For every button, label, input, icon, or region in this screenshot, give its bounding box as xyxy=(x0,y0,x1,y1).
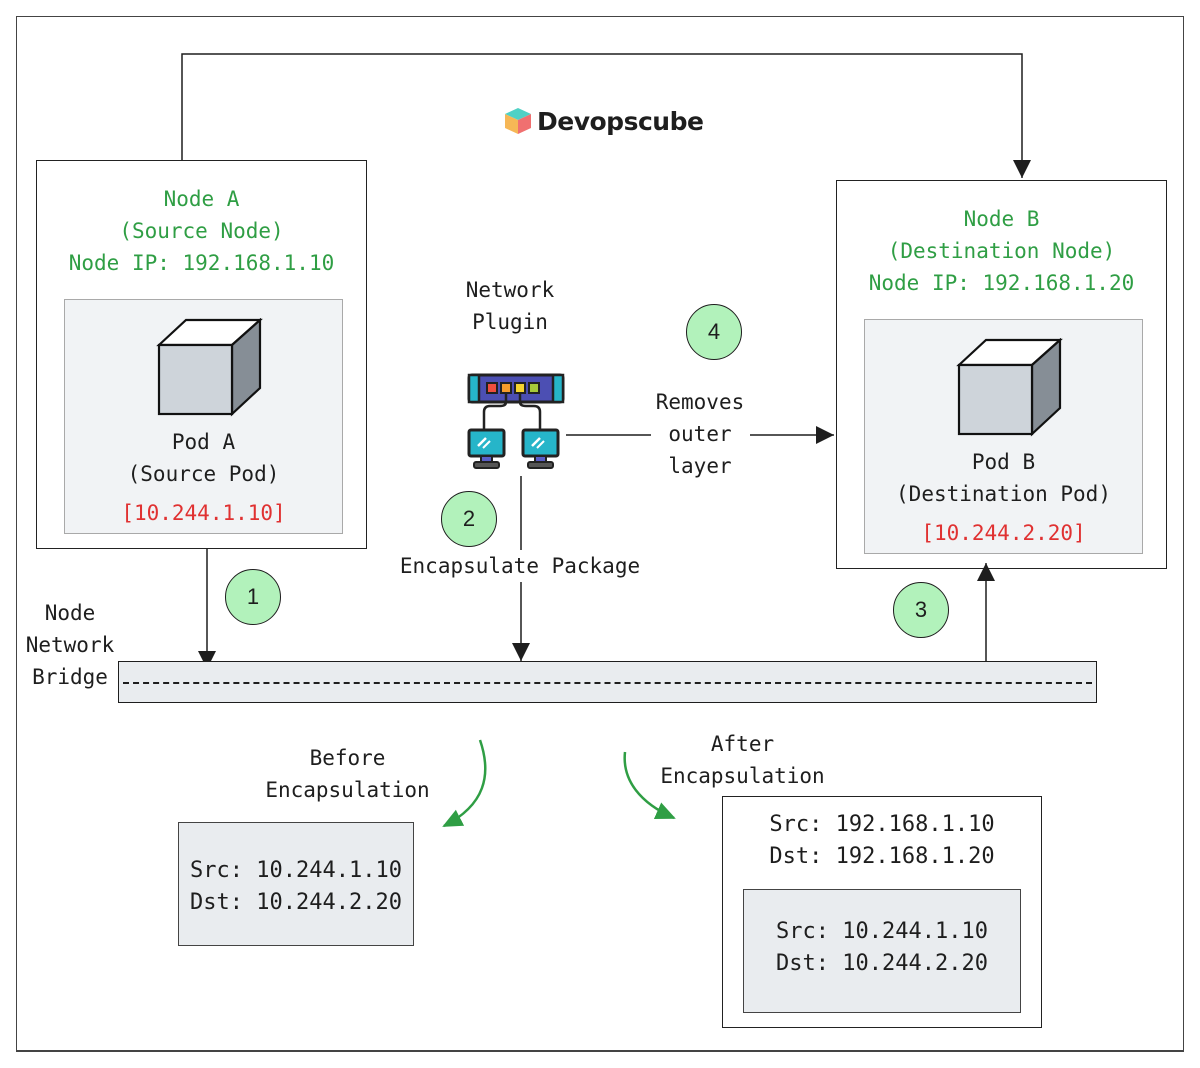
step-4-label-line2: outer xyxy=(668,422,732,446)
after-outer-src: Src: 192.168.1.10 xyxy=(769,812,995,837)
after-inner-packet-box: Src: 10.244.1.10 Dst: 10.244.2.20 xyxy=(743,889,1021,1013)
pod-cube-icon xyxy=(956,338,1063,437)
before-encapsulation-arrow xyxy=(442,739,487,828)
step-badge-2: 2 xyxy=(441,491,497,547)
before-title-line1: Before xyxy=(309,746,386,770)
node-a-role: (Source Node) xyxy=(119,219,284,243)
node-network-bridge xyxy=(118,661,1097,703)
step-badge-4: 4 xyxy=(686,304,742,360)
before-title-line2: Encapsulation xyxy=(265,778,430,802)
logo-text: Devopscube xyxy=(537,106,704,136)
after-title-line2: Encapsulation xyxy=(660,764,825,788)
before-src: Src: 10.244.1.10 xyxy=(190,858,402,883)
step-4-label-line1: Removes xyxy=(655,390,745,414)
pod-a-name: Pod A xyxy=(171,430,236,454)
pod-a-ip: [10.244.1.10] xyxy=(121,501,286,525)
before-dst: Dst: 10.244.2.20 xyxy=(190,890,402,915)
cube-logo-icon xyxy=(505,108,531,134)
pod-cube-icon xyxy=(156,318,263,417)
node-b-ip: Node IP: 192.168.1.20 xyxy=(868,271,1135,295)
plugin-label-line1: Network xyxy=(465,278,555,302)
node-a-ip: Node IP: 192.168.1.10 xyxy=(68,251,335,275)
pod-b-role: (Destination Pod) xyxy=(896,482,1111,506)
pod-b-ip: [10.244.2.20] xyxy=(921,521,1086,545)
step-badge-3: 3 xyxy=(893,582,949,638)
node-b-box: Node B (Destination Node) Node IP: 192.1… xyxy=(836,180,1167,569)
after-inner-dst: Dst: 10.244.2.20 xyxy=(776,951,988,976)
pod-a-box: Pod A (Source Pod) [10.244.1.10] xyxy=(64,299,343,534)
step-badge-1: 1 xyxy=(225,569,281,625)
bridge-label-line3: Bridge xyxy=(32,665,108,689)
after-outer-dst: Dst: 192.168.1.20 xyxy=(769,844,995,869)
bridge-label-line1: Node xyxy=(44,601,96,625)
bridge-label-line2: Network xyxy=(25,633,115,657)
bridge-dashed-line xyxy=(123,682,1092,684)
node-a-box: Node A (Source Node) Node IP: 192.168.1.… xyxy=(36,160,367,549)
node-a-title: Node A xyxy=(163,187,240,211)
step-2-label: Encapsulate Package xyxy=(370,550,670,582)
plugin-label-line2: Plugin xyxy=(472,310,548,334)
node-b-title: Node B xyxy=(963,207,1040,231)
network-switch-icon xyxy=(467,373,565,469)
after-inner-src: Src: 10.244.1.10 xyxy=(776,919,988,944)
pod-a-role: (Source Pod) xyxy=(127,462,280,486)
node-b-role: (Destination Node) xyxy=(887,239,1116,263)
after-outer-packet-box: Src: 192.168.1.10 Dst: 192.168.1.20 Src:… xyxy=(722,796,1042,1028)
pod-b-name: Pod B xyxy=(971,450,1036,474)
top-connector-arrow xyxy=(181,53,1031,178)
after-encapsulation-arrow xyxy=(623,751,676,820)
after-title-line1: After xyxy=(710,732,775,756)
logo: Devopscube xyxy=(503,106,704,136)
pod-b-box: Pod B (Destination Pod) [10.244.2.20] xyxy=(864,319,1143,554)
before-packet-box: Src: 10.244.1.10 Dst: 10.244.2.20 xyxy=(178,822,414,946)
diagram-frame xyxy=(16,16,1184,1052)
step-4-label-line3: layer xyxy=(668,454,732,478)
